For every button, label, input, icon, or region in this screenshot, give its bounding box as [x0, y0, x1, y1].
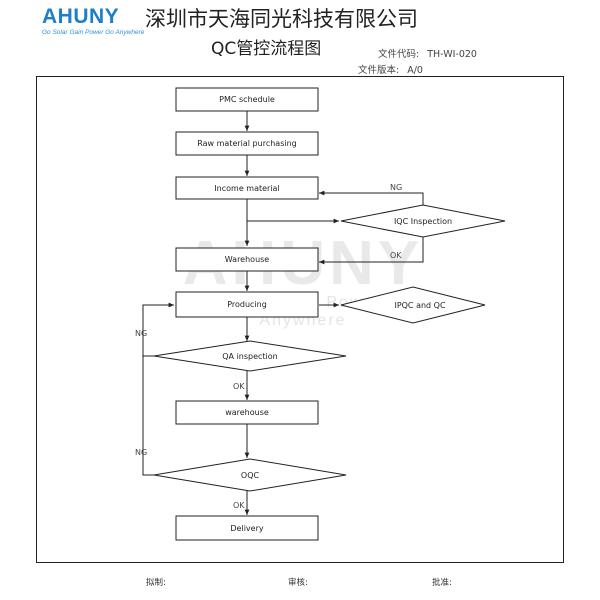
step-delivery-label: Delivery	[230, 524, 263, 533]
step-warehouse-box	[175, 247, 319, 272]
document-version-label: 文件版本:	[358, 65, 400, 76]
frame-left-border	[36, 76, 37, 562]
sign-approved-label: 批准:	[432, 578, 452, 588]
edge-label-iqc-ok: OK	[390, 251, 402, 260]
step-pmc-schedule-label: PMC schedule	[219, 95, 275, 104]
edge-iqc-ng-to-income	[319, 190, 424, 205]
sign-drafted-label: 拟制:	[146, 578, 166, 588]
edge-label-oqc-ok: OK	[233, 501, 245, 510]
step-ipqc-qc-label: IPQC and QC	[394, 301, 446, 310]
company-logo: AHUNY Go Solar Gain Power Go Anywhere	[42, 6, 144, 37]
edge-label-qa-ng: NG	[135, 329, 147, 338]
step-producing-box	[175, 291, 319, 318]
step-income-material-label: Income material	[214, 184, 279, 193]
step-producing-label: Producing	[227, 300, 267, 309]
edge-oqc-ng-to-producing	[142, 356, 154, 476]
edge-label-qa-ok: OK	[233, 382, 245, 391]
document-title: QC管控流程图	[211, 39, 322, 59]
edge-label-iqc-ng: NG	[390, 183, 402, 192]
edge-qa-ng-to-producing	[142, 302, 174, 357]
sign-reviewed-label: 审核:	[288, 578, 308, 588]
document-code-label: 文件代码:	[378, 49, 420, 60]
step-oqc-label: OQC	[241, 471, 260, 480]
step-raw-purchasing-box	[175, 131, 319, 156]
footer-divider	[36, 562, 564, 563]
step-warehouse2-box	[175, 400, 319, 425]
step-raw-purchasing-label: Raw material purchasing	[197, 139, 296, 148]
step-iqc-inspection-label: IQC Inspection	[394, 217, 452, 226]
document-code-value: TH-WI-020	[427, 49, 477, 60]
step-pmc-schedule-box	[175, 87, 319, 112]
header-divider	[36, 76, 564, 77]
step-oqc-diamond	[153, 458, 347, 492]
edge-iqc-ok-to-warehouse	[319, 237, 424, 265]
logo-slogan: Go Solar Gain Power Go Anywhere	[42, 29, 145, 36]
step-qa-inspection-label: QA inspection	[222, 352, 278, 361]
document-code: 文件代码: TH-WI-020	[378, 46, 477, 60]
step-income-material-box	[175, 176, 319, 200]
step-warehouse2-label: warehouse	[225, 408, 269, 417]
step-ipqc-qc-diamond	[340, 286, 486, 324]
frame-right-border	[563, 76, 564, 562]
step-qa-inspection-diamond	[153, 340, 347, 372]
edge-label-oqc-ng: NG	[135, 448, 147, 457]
step-iqc-inspection-diamond	[340, 204, 506, 238]
step-warehouse-label: Warehouse	[225, 255, 270, 264]
step-delivery-box	[175, 515, 319, 541]
logo-brand: AHUNY	[42, 5, 120, 28]
company-name: 深圳市天海同光科技有限公司	[145, 7, 418, 31]
document-version: 文件版本: A/0	[358, 62, 423, 76]
document-version-value: A/0	[407, 65, 423, 76]
